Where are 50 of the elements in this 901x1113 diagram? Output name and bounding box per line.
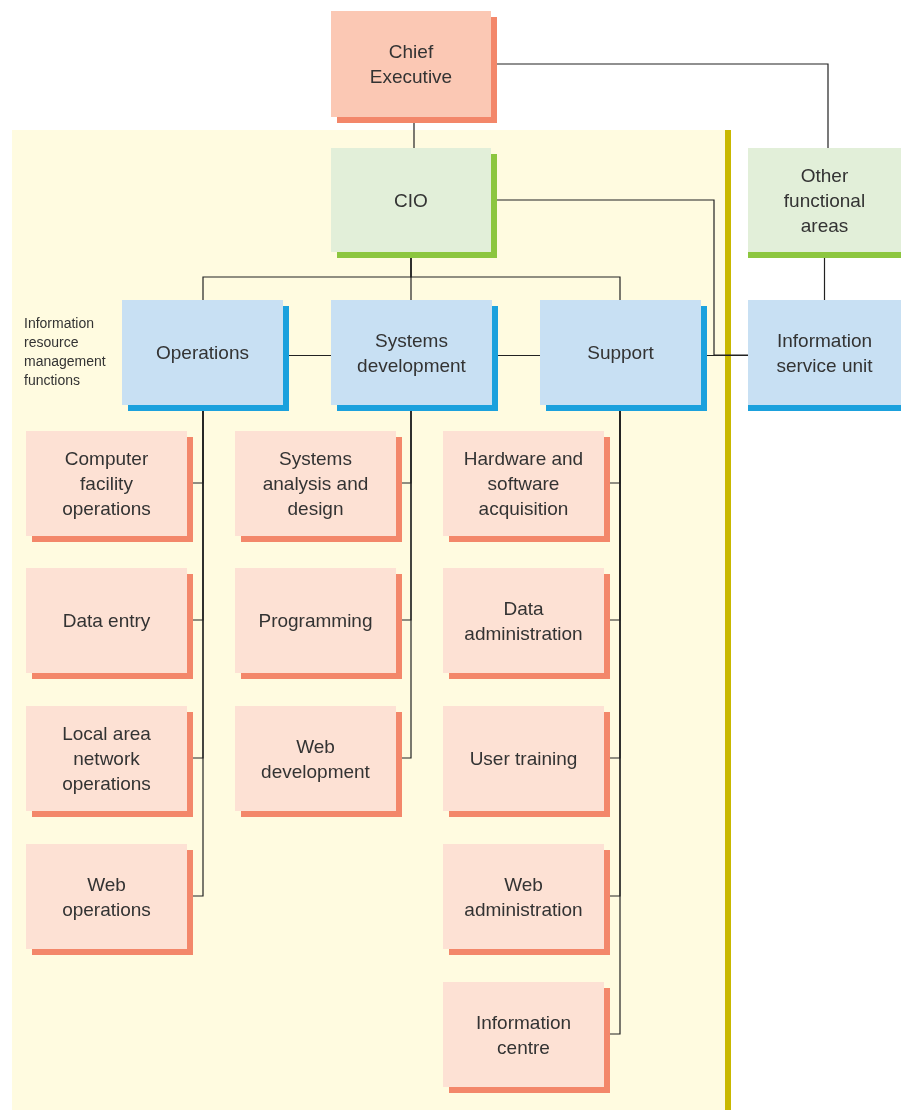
unit-label: Hardware and software acquisition: [462, 447, 585, 521]
unit-label: Support: [587, 341, 654, 365]
unit-label: Operations: [156, 341, 249, 365]
unit-label: Information service unit: [775, 328, 874, 378]
org-unit-box: [122, 300, 289, 411]
department-band: [12, 130, 731, 1110]
unit-label: Web development: [260, 734, 371, 784]
org-unit-box: [443, 568, 610, 679]
org-unit-box: [443, 706, 610, 817]
org-unit-box: [26, 844, 193, 955]
unit-label: Data administration: [463, 596, 584, 646]
connector-line: [823, 257, 826, 301]
org-unit-box: [443, 844, 610, 955]
org-unit-box: [331, 148, 497, 258]
connector-line: [497, 354, 541, 357]
org-unit-box: [331, 300, 498, 411]
connector-line: [410, 257, 621, 301]
org-unit-box: [26, 568, 193, 679]
org-unit-box: [748, 148, 901, 258]
org-unit-box: [540, 300, 707, 411]
org-unit-box: [235, 431, 402, 542]
unit-label: Programming: [258, 609, 373, 633]
org-unit-box: [26, 706, 193, 817]
unit-label: User training: [469, 747, 578, 771]
unit-label: CIO: [394, 188, 428, 213]
connector-line: [288, 354, 332, 357]
org-unit-box: [26, 431, 193, 542]
unit-label: Local area network operations: [61, 722, 152, 796]
unit-label: Other functional areas: [782, 163, 867, 238]
unit-label: Chief Executive: [368, 40, 454, 89]
org-unit-box: [748, 300, 901, 411]
connector-line: [413, 122, 415, 149]
unit-label: Data entry: [62, 609, 151, 633]
unit-label: Systems analysis and design: [261, 447, 370, 521]
org-unit-box: [443, 431, 610, 542]
connector-line: [401, 410, 412, 759]
connector-line: [192, 410, 204, 897]
org-unit-box: [331, 11, 497, 123]
org-unit-box: [235, 568, 402, 679]
org-unit-box: [443, 982, 610, 1093]
band-label: Information resource management functions: [24, 314, 107, 390]
connector-line: [496, 199, 749, 356]
unit-label: Web operations: [61, 872, 152, 922]
connector-line: [706, 354, 749, 357]
unit-label: Information centre: [474, 1010, 572, 1060]
connector-line: [496, 63, 829, 149]
unit-label: Computer facility operations: [61, 447, 152, 521]
unit-label: Web administration: [463, 872, 584, 922]
unit-label: Systems development: [356, 328, 467, 378]
org-unit-box: [235, 706, 402, 817]
